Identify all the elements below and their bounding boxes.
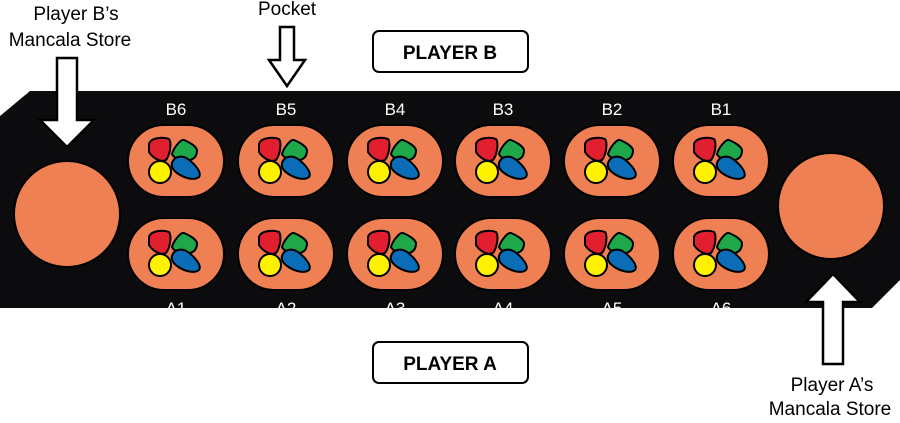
pocket-b5[interactable]: B5: [237, 100, 335, 198]
pocket-label: A4: [493, 299, 514, 318]
arrow-down-icon: [36, 56, 98, 149]
pocket-label: B2: [602, 100, 623, 119]
pocket-label: B5: [276, 100, 297, 119]
pocket-a2[interactable]: A2: [237, 217, 335, 318]
player-b-label-box: PLAYER B: [372, 30, 529, 73]
player-a-store-label: Player A’s: [791, 375, 874, 396]
player-a-label-box: PLAYER A: [372, 341, 529, 384]
pocket-a1[interactable]: A1: [127, 217, 225, 318]
pocket-label: B1: [711, 100, 732, 119]
pocket-arrow-down-icon: [266, 25, 308, 89]
pocket-b2[interactable]: B2: [563, 100, 661, 198]
pocket-label: Pocket: [258, 0, 317, 20]
pocket-label: A6: [711, 299, 732, 318]
pocket-label: B6: [166, 100, 187, 119]
player-a-label: PLAYER A: [403, 354, 497, 375]
arrow-up-icon: [803, 272, 863, 366]
player-b-store-label-2: Mancala Store: [9, 30, 132, 51]
player-b-store-label: Player B’s: [33, 4, 118, 25]
pocket-b6[interactable]: B6: [127, 100, 225, 198]
pocket-a3[interactable]: A3: [346, 217, 444, 318]
pocket-b4[interactable]: B4: [346, 100, 444, 198]
pocket-a5[interactable]: A5: [563, 217, 661, 318]
player-a-store: [777, 152, 885, 260]
player-b-store: [13, 160, 121, 268]
pocket-label: A5: [602, 299, 623, 318]
player-b-label: PLAYER B: [403, 43, 497, 64]
pocket-b3[interactable]: B3: [454, 100, 552, 198]
pocket-a4[interactable]: A4: [454, 217, 552, 318]
pocket-label: B4: [385, 100, 406, 119]
pocket-label: A3: [385, 299, 406, 318]
pocket-label: A2: [276, 299, 297, 318]
pocket-label: B3: [493, 100, 514, 119]
player-a-store-label-2: Mancala Store: [769, 399, 892, 418]
pocket-a6[interactable]: A6: [672, 217, 770, 318]
pocket-b1[interactable]: B1: [672, 100, 770, 198]
pocket-label: A1: [166, 299, 187, 318]
